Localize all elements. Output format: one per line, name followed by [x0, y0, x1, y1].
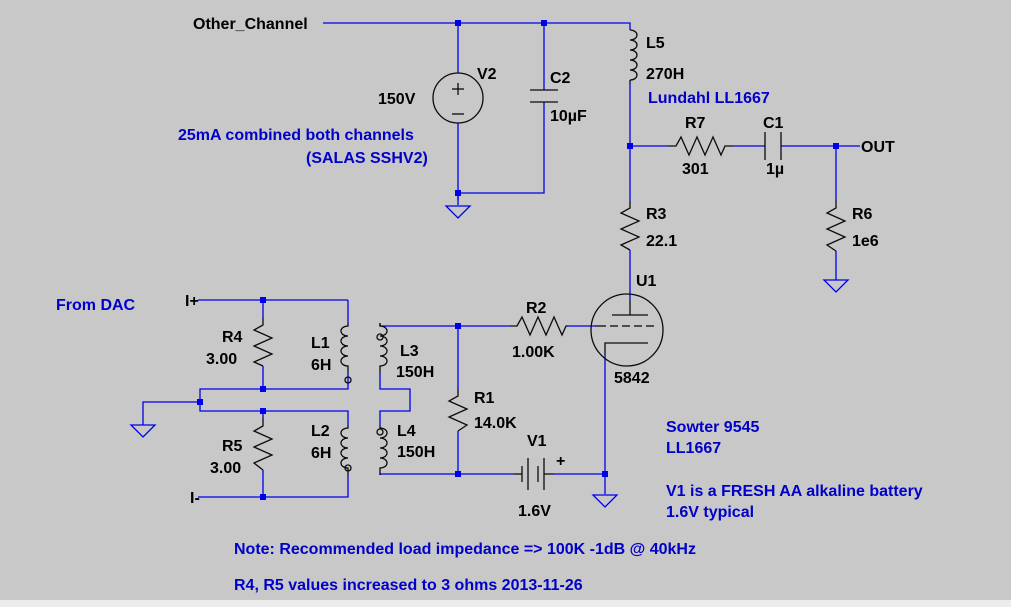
ground-symbol [822, 279, 850, 293]
l5-ref: L5 [646, 35, 665, 52]
net-label-i-minus: I- [190, 490, 200, 507]
sowter-note-line1: Sowter 9545 [666, 419, 759, 436]
r6-value: 1e6 [852, 233, 879, 250]
v1-ref: V1 [527, 433, 547, 450]
v2-value: 150V [378, 91, 416, 108]
battery-note-line2: 1.6V typical [666, 504, 754, 521]
net-label-i-plus: I+ [185, 293, 199, 310]
v1-value: 1.6V [518, 503, 551, 520]
r1-value: 14.0K [474, 415, 517, 432]
ground-symbol [129, 424, 157, 438]
l4-value: 150H [397, 444, 435, 461]
u1-ref: U1 [636, 273, 657, 290]
battery-note-line1: V1 is a FRESH AA alkaline battery [666, 483, 923, 500]
r6-ref: R6 [852, 206, 873, 223]
r2-resistor[interactable] [510, 315, 568, 337]
r2-value: 1.00K [512, 344, 555, 361]
r6-resistor[interactable] [825, 200, 847, 252]
r1-ref: R1 [474, 390, 495, 407]
ground-symbol [444, 205, 472, 219]
v2-ref: V2 [477, 66, 497, 83]
l2-value: 6H [311, 445, 331, 462]
l1-inductor[interactable] [340, 323, 352, 384]
r3-ref: R3 [646, 206, 667, 223]
supply-note-line1: 25mA combined both channels [178, 127, 414, 144]
bottom-border [0, 600, 1011, 607]
c2-capacitor[interactable] [530, 89, 558, 103]
l4-ref: L4 [397, 423, 416, 440]
l4-inductor[interactable] [376, 425, 388, 475]
r7-ref: R7 [685, 115, 706, 132]
r1-resistor[interactable] [447, 389, 469, 432]
load-impedance-note: Note: Recommended load impedance => 100K… [234, 541, 696, 558]
r7-resistor[interactable] [668, 135, 733, 157]
l3-inductor[interactable] [376, 323, 388, 373]
revision-note: R4, R5 values increased to 3 ohms 2013-1… [234, 577, 583, 594]
l2-ref: L2 [311, 423, 330, 440]
r5-resistor[interactable] [252, 418, 274, 471]
supply-note-line2: (SALAS SSHV2) [306, 150, 428, 167]
c1-capacitor[interactable] [764, 132, 782, 160]
svg-text:+: + [556, 453, 565, 470]
u1-value: 5842 [614, 370, 650, 387]
r4-value: 3.00 [206, 351, 237, 368]
l5-inductor[interactable] [629, 29, 638, 84]
r4-ref: R4 [222, 329, 243, 346]
v1-battery[interactable]: + [514, 453, 565, 490]
c1-ref: C1 [763, 115, 784, 132]
net-label-out: OUT [861, 139, 895, 156]
r5-ref: R5 [222, 438, 243, 455]
l3-value: 150H [396, 364, 434, 381]
u1-triode[interactable] [590, 293, 664, 367]
junction-dots [197, 20, 839, 500]
r2-ref: R2 [526, 300, 547, 317]
lundahl-note: Lundahl LL1667 [648, 90, 770, 107]
r4-resistor[interactable] [252, 317, 274, 367]
r5-value: 3.00 [210, 460, 241, 477]
r3-resistor[interactable] [619, 201, 641, 251]
l3-ref: L3 [400, 343, 419, 360]
c1-value: 1µ [766, 161, 784, 178]
from-dac-note: From DAC [56, 297, 136, 314]
l1-value: 6H [311, 357, 331, 374]
c2-value: 10µF [550, 108, 587, 125]
net-label-other-channel: Other_Channel [193, 16, 308, 33]
c2-ref: C2 [550, 70, 571, 87]
wires [142, 22, 860, 498]
r7-value: 301 [682, 161, 709, 178]
ground-symbol [591, 494, 619, 508]
r3-value: 22.1 [646, 233, 677, 250]
l5-value: 270H [646, 66, 684, 83]
sowter-note-line2: LL1667 [666, 440, 721, 457]
l1-ref: L1 [311, 335, 330, 352]
l2-inductor[interactable] [340, 425, 352, 475]
v2-source[interactable] [432, 72, 484, 124]
